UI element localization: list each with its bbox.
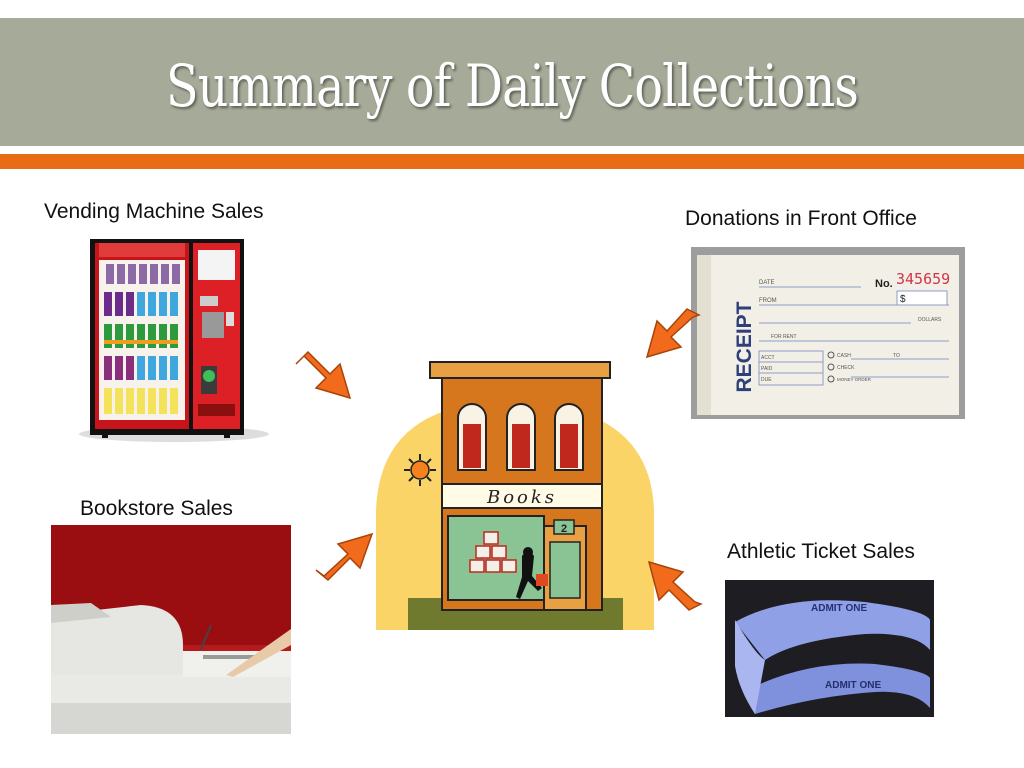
arrow-icon-vending bbox=[295, 350, 352, 400]
receipt-acct-label: ACCT bbox=[761, 355, 775, 361]
receipt-cash-label: CASH bbox=[837, 353, 851, 359]
receipt-date-label: DATE bbox=[759, 280, 775, 286]
receipt-for-rent-label: FOR RENT bbox=[771, 334, 797, 340]
vending-machine-icon bbox=[79, 239, 269, 442]
arrow-icon-donations bbox=[645, 308, 701, 359]
receipt-from-label: FROM bbox=[759, 298, 777, 304]
sun-decoration bbox=[404, 454, 436, 486]
receipt-book-icon: RECEIPT DATE FROM FOR RENT ACCT PAID DUE… bbox=[691, 247, 965, 419]
accent-bar bbox=[0, 154, 1024, 169]
arrow-icon-bookstore bbox=[315, 532, 374, 582]
ticket-text-top: ADMIT ONE bbox=[811, 603, 867, 614]
donations-label: Donations in Front Office bbox=[685, 207, 917, 230]
title-bar: Summary of Daily Collections bbox=[0, 18, 1024, 146]
ticket-roll-icon: ADMIT ONE ADMIT ONE bbox=[725, 580, 934, 717]
receipt-number-label: No. bbox=[875, 278, 893, 290]
receipt-dollars-label: DOLLARS bbox=[918, 317, 942, 323]
receipt-money-order-label: MONEY ORDER bbox=[837, 377, 872, 382]
receipt-dollar-sign: $ bbox=[900, 294, 906, 305]
bookstore-label: Bookstore Sales bbox=[80, 497, 233, 520]
athletic-label: Athletic Ticket Sales bbox=[727, 540, 915, 563]
ticket-text-bottom: ADMIT ONE bbox=[825, 680, 881, 691]
receipt-to-label: TO bbox=[893, 353, 900, 359]
receipt-due-label: DUE bbox=[761, 377, 772, 383]
store-sign: Books bbox=[486, 487, 557, 508]
cash-register-icon bbox=[51, 525, 291, 734]
receipt-word: RECEIPT bbox=[733, 301, 756, 392]
receipt-number: 345659 bbox=[896, 270, 950, 288]
arrow-icon-athletic bbox=[647, 560, 703, 611]
vending-label: Vending Machine Sales bbox=[44, 200, 264, 223]
receipt-check-label: CHECK bbox=[837, 365, 855, 371]
bookstore-building-icon: Books 2 bbox=[376, 361, 654, 630]
receipt-paid-label: PAID bbox=[761, 366, 773, 372]
door-number: 2 bbox=[561, 523, 567, 535]
slide-title: Summary of Daily Collections bbox=[165, 52, 859, 120]
header-divider bbox=[0, 146, 1024, 154]
